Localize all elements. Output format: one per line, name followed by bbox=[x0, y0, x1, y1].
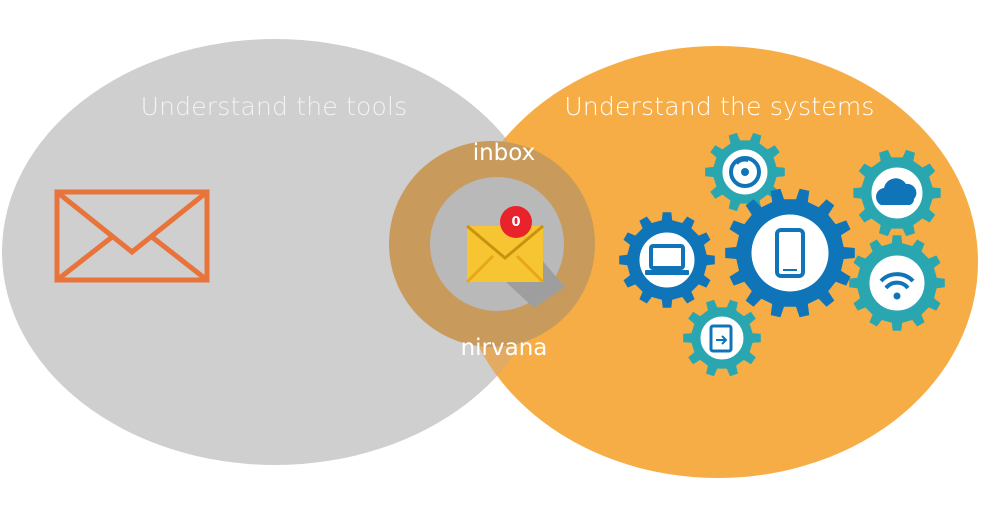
intersection-label-top: inbox bbox=[472, 140, 536, 166]
gear-smartphone bbox=[725, 188, 855, 318]
cloud-icon bbox=[876, 178, 917, 205]
gear-cluster bbox=[619, 132, 945, 377]
tools-title: Understand the tools bbox=[140, 92, 408, 121]
tools-circle bbox=[2, 39, 548, 465]
envelope-outline-icon bbox=[54, 189, 210, 283]
wifi-icon bbox=[879, 272, 915, 300]
mail-icon-shadow bbox=[506, 258, 565, 308]
mail-notification-icon bbox=[465, 206, 545, 284]
document-icon bbox=[709, 324, 733, 353]
smartphone-icon bbox=[775, 228, 805, 278]
systems-circle bbox=[458, 46, 978, 478]
laptop-icon bbox=[645, 244, 689, 275]
intersection-label-bottom: nirvana bbox=[460, 335, 548, 361]
notification-count: 0 bbox=[511, 215, 521, 230]
systems-title: Understand the systems bbox=[564, 92, 875, 121]
cd-icon bbox=[729, 156, 761, 188]
notification-badge bbox=[500, 206, 532, 238]
